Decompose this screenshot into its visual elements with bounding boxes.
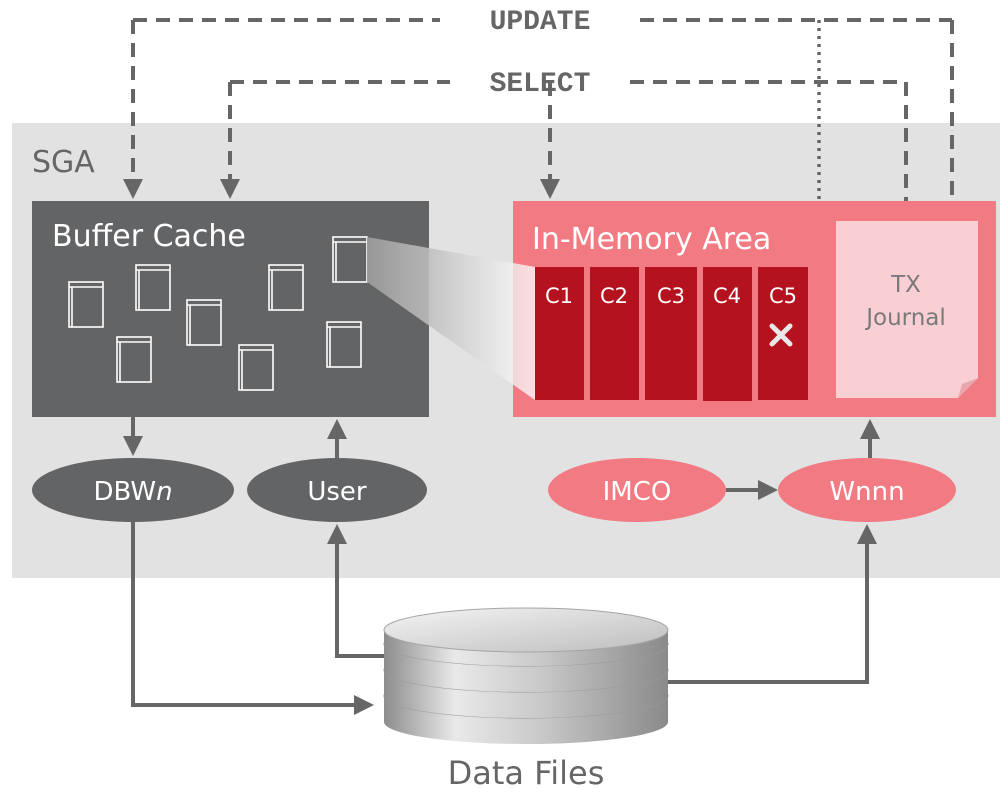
svg-text:C3: C3 bbox=[657, 284, 685, 308]
data-files-icon bbox=[383, 607, 669, 744]
column-c1: C1 bbox=[535, 267, 584, 400]
column-c4: C4 bbox=[703, 267, 752, 401]
block-icon bbox=[326, 321, 362, 368]
storage-connectors bbox=[131, 522, 877, 715]
sga-label: SGA bbox=[32, 145, 95, 180]
svg-text:C4: C4 bbox=[713, 284, 741, 308]
block-icon bbox=[268, 264, 304, 311]
process-dbwn: DBWn bbox=[32, 458, 234, 522]
update-label: UPDATE bbox=[490, 7, 591, 38]
buffer-blocks bbox=[68, 236, 368, 391]
tx-journal-line1: TX bbox=[890, 272, 921, 298]
tx-journal: TX Journal bbox=[836, 221, 978, 398]
block-icon bbox=[135, 264, 171, 311]
process-wnnn: Wnnn bbox=[778, 458, 956, 522]
svg-text:User: User bbox=[307, 477, 367, 507]
process-imco: IMCO bbox=[548, 458, 726, 522]
svg-text:DBWn: DBWn bbox=[93, 477, 172, 507]
update-arrows bbox=[123, 18, 962, 221]
tx-journal-line2: Journal bbox=[864, 305, 946, 331]
svg-text:C1: C1 bbox=[545, 284, 573, 308]
block-icon bbox=[186, 299, 222, 346]
in-memory-area-title: In-Memory Area bbox=[532, 222, 771, 257]
column-c3: C3 bbox=[645, 267, 697, 400]
block-icon bbox=[68, 281, 104, 328]
select-arrows bbox=[220, 80, 916, 221]
process-user: User bbox=[247, 458, 427, 522]
column-c2: C2 bbox=[590, 267, 639, 400]
svg-text:Wnnn: Wnnn bbox=[829, 477, 904, 507]
buffer-cache-title: Buffer Cache bbox=[52, 219, 246, 254]
select-label: SELECT bbox=[490, 69, 591, 100]
svg-text:C2: C2 bbox=[600, 284, 628, 308]
projection-beam bbox=[367, 237, 535, 400]
process-connectors bbox=[123, 417, 880, 500]
block-icon bbox=[116, 336, 152, 383]
svg-text:C5: C5 bbox=[769, 284, 797, 308]
invalidate-x-icon bbox=[769, 323, 793, 347]
block-icon bbox=[238, 344, 274, 391]
svg-text:IMCO: IMCO bbox=[603, 477, 672, 507]
data-files-label: Data Files bbox=[448, 754, 605, 789]
